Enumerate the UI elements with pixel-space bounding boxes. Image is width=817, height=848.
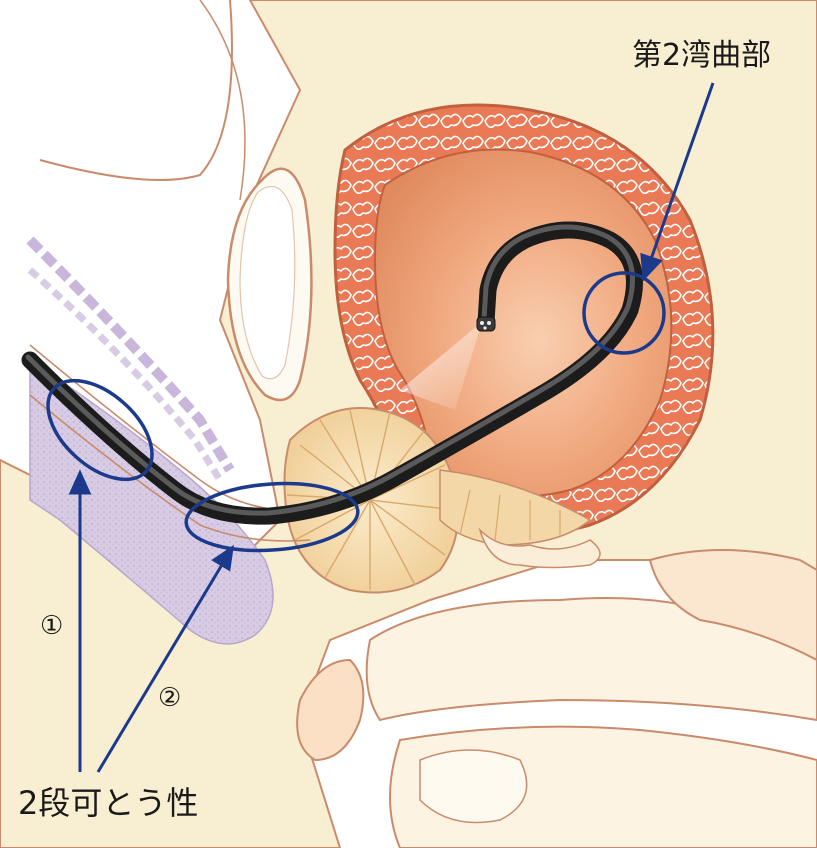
endoscope	[21, 221, 643, 525]
arrowhead-flex-1	[68, 469, 92, 495]
arrow-line-bending	[648, 82, 715, 263]
prostate	[283, 407, 601, 594]
annotation-arrows	[68, 82, 715, 773]
pubic-bone	[226, 167, 313, 402]
lower-structures	[296, 549, 817, 848]
irrigation-spray	[400, 322, 482, 410]
arrowhead-bending	[640, 252, 663, 282]
ellipse-flex-1	[46, 378, 154, 482]
arrow-line-flex-2	[96, 562, 225, 773]
ellipse-flex-2	[184, 481, 360, 553]
label-second-bending-section: 第2湾曲部	[632, 38, 772, 73]
label-circle-1: ①	[40, 611, 64, 641]
annotation-ellipses	[46, 271, 666, 553]
bladder	[333, 103, 715, 536]
label-two-stage-flexibility: 2段可とう性	[18, 784, 199, 822]
label-circle-2: ②	[158, 683, 182, 713]
arrowhead-flex-2	[211, 544, 234, 572]
scope-tip-icon	[476, 316, 496, 332]
ellipse-bending-section	[582, 271, 666, 355]
